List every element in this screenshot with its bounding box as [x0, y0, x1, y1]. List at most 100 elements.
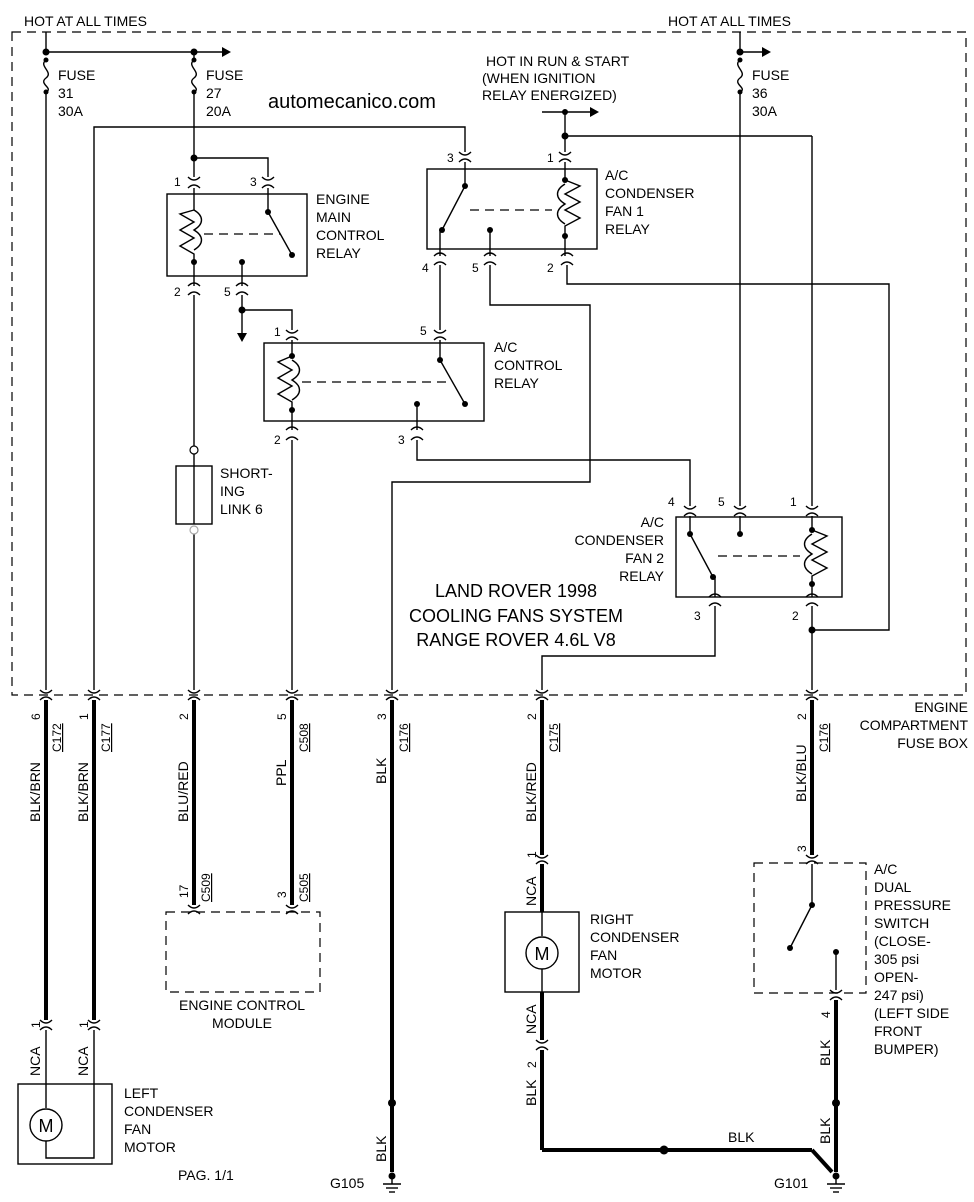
hot-in-run-label: HOT IN RUN & START (WHEN IGNITION RELAY …	[482, 53, 630, 103]
connector-c176-blk-blu: 2 C176 BLK/BLU	[793, 713, 831, 802]
svg-text:3: 3	[250, 175, 257, 189]
svg-text:ENGINE: ENGINE	[914, 699, 968, 715]
svg-text:BLK/BLU: BLK/BLU	[793, 744, 809, 802]
svg-text:FAN: FAN	[590, 947, 617, 963]
svg-text:5: 5	[718, 495, 725, 509]
svg-text:3: 3	[447, 151, 454, 165]
svg-text:2: 2	[525, 1061, 539, 1068]
svg-text:(LEFT SIDE: (LEFT SIDE	[874, 1005, 949, 1021]
ac-condenser-fan1-relay: 3 1 4 5 2 A/C CONDENSER FAN 1 RELAY	[422, 151, 694, 275]
svg-text:1: 1	[547, 151, 554, 165]
svg-text:RELAY: RELAY	[605, 221, 651, 237]
svg-text:2: 2	[177, 713, 191, 720]
ground-g105: BLK G105	[330, 1099, 401, 1193]
svg-text:3: 3	[398, 433, 405, 447]
svg-text:2: 2	[274, 433, 281, 447]
svg-text:ENGINE: ENGINE	[316, 191, 370, 207]
connector-blu-red: 2 BLU/RED	[175, 713, 191, 822]
svg-text:FUSE: FUSE	[752, 67, 789, 83]
svg-text:CONDENSER: CONDENSER	[590, 929, 679, 945]
svg-text:27: 27	[206, 85, 222, 101]
ac-control-relay: 5 1 2 3 A/C CONTROL RELAY	[263, 324, 563, 447]
svg-text:NCA: NCA	[27, 1046, 43, 1076]
svg-text:RANGE ROVER 4.6L V8: RANGE ROVER 4.6L V8	[416, 630, 615, 650]
connector-c175: 2 C175 BLK/RED	[523, 713, 561, 822]
svg-text:5: 5	[472, 261, 479, 275]
svg-text:RELAY ENERGIZED): RELAY ENERGIZED)	[482, 87, 617, 103]
svg-text:CONDENSER: CONDENSER	[575, 532, 664, 548]
svg-text:1: 1	[29, 1021, 43, 1028]
svg-text:(WHEN IGNITION: (WHEN IGNITION	[482, 70, 596, 86]
svg-text:C172: C172	[50, 723, 64, 752]
svg-text:305 psi: 305 psi	[874, 951, 919, 967]
svg-text:A/C: A/C	[494, 339, 517, 355]
svg-text:6: 6	[29, 713, 43, 720]
svg-text:247 psi): 247 psi)	[874, 987, 924, 1003]
svg-text:NCA: NCA	[75, 1046, 91, 1076]
fuse-27: FUSE 27 20A	[191, 57, 243, 119]
svg-text:CONDENSER: CONDENSER	[124, 1103, 213, 1119]
svg-text:1: 1	[525, 851, 539, 858]
fuse-36: FUSE 36 30A	[737, 57, 789, 119]
svg-text:MOTOR: MOTOR	[590, 965, 642, 981]
svg-text:PRESSURE: PRESSURE	[874, 897, 951, 913]
svg-text:1: 1	[77, 713, 91, 720]
svg-text:3: 3	[795, 845, 809, 852]
svg-text:C176: C176	[397, 723, 411, 752]
svg-text:MOTOR: MOTOR	[124, 1139, 176, 1155]
svg-text:SWITCH: SWITCH	[874, 915, 929, 931]
svg-text:CONDENSER: CONDENSER	[605, 185, 694, 201]
watermark: automecanico.com	[268, 91, 436, 113]
svg-text:BLK: BLK	[817, 1039, 833, 1066]
svg-text:FUSE: FUSE	[58, 67, 95, 83]
svg-text:DUAL: DUAL	[874, 879, 912, 895]
svg-text:1: 1	[790, 495, 797, 509]
svg-text:RELAY: RELAY	[494, 375, 540, 391]
svg-text:C177: C177	[99, 723, 113, 752]
svg-text:2: 2	[525, 713, 539, 720]
svg-text:36: 36	[752, 85, 768, 101]
engine-compartment-fuse-box-outline	[11, 31, 967, 696]
svg-text:BLK/RED: BLK/RED	[523, 762, 539, 822]
svg-text:3: 3	[694, 609, 701, 623]
fuse-31: FUSE 31 30A	[43, 57, 95, 119]
svg-text:FAN 1: FAN 1	[605, 203, 644, 219]
diagram-title: LAND ROVER 1998 COOLING FANS SYSTEM RANG…	[409, 581, 623, 650]
svg-text:RELAY: RELAY	[619, 568, 665, 584]
svg-text:RELAY: RELAY	[316, 245, 362, 261]
svg-text:M: M	[39, 1116, 54, 1136]
svg-text:A/C: A/C	[605, 167, 628, 183]
left-condenser-fan-motor: 1 1 NCA NCA M LEFT CONDENSER FAN MOTOR	[17, 1019, 213, 1165]
svg-text:C175: C175	[547, 723, 561, 752]
svg-text:5: 5	[420, 324, 427, 338]
svg-text:PPL: PPL	[273, 759, 289, 786]
svg-text:5: 5	[275, 713, 289, 720]
svg-text:C176: C176	[817, 723, 831, 752]
svg-text:G105: G105	[330, 1175, 364, 1191]
svg-text:MODULE: MODULE	[212, 1015, 272, 1031]
ac-dual-pressure-switch: 3 4 BLK A/C DUAL PRESSURE SWITCH (CLOSE-…	[753, 845, 951, 1172]
svg-text:BLU/RED: BLU/RED	[175, 761, 191, 822]
svg-text:C509: C509	[199, 873, 213, 902]
svg-text:COMPARTMENT: COMPARTMENT	[860, 717, 969, 733]
svg-text:3: 3	[375, 713, 389, 720]
svg-text:CONTROL: CONTROL	[494, 357, 563, 373]
svg-text:4: 4	[819, 1011, 833, 1018]
svg-text:LAND ROVER 1998: LAND ROVER 1998	[435, 581, 597, 601]
svg-text:1: 1	[274, 325, 281, 339]
ac-condenser-fan2-relay: 4 5 1 3 2 A/C CONDENSER FAN 2 RELAY	[575, 495, 843, 623]
connector-c172: 6 C172 BLK/BRN	[27, 713, 64, 822]
svg-text:2: 2	[795, 713, 809, 720]
page-number: PAG. 1/1	[178, 1167, 234, 1183]
svg-text:OPEN-: OPEN-	[874, 969, 919, 985]
connector-c508: 5 C508 PPL	[273, 713, 311, 786]
svg-text:BUMPER): BUMPER)	[874, 1041, 939, 1057]
hot-at-all-times-right: HOT AT ALL TIMES	[668, 13, 791, 29]
svg-text:M: M	[535, 944, 550, 964]
svg-text:C505: C505	[297, 873, 311, 902]
fuse-box-label: ENGINE COMPARTMENT FUSE BOX	[860, 699, 969, 751]
svg-text:C508: C508	[297, 723, 311, 752]
ground-g101: BLK BLK BLK G101	[523, 1050, 845, 1193]
svg-text:NCA: NCA	[523, 876, 539, 906]
svg-text:LEFT: LEFT	[124, 1085, 159, 1101]
